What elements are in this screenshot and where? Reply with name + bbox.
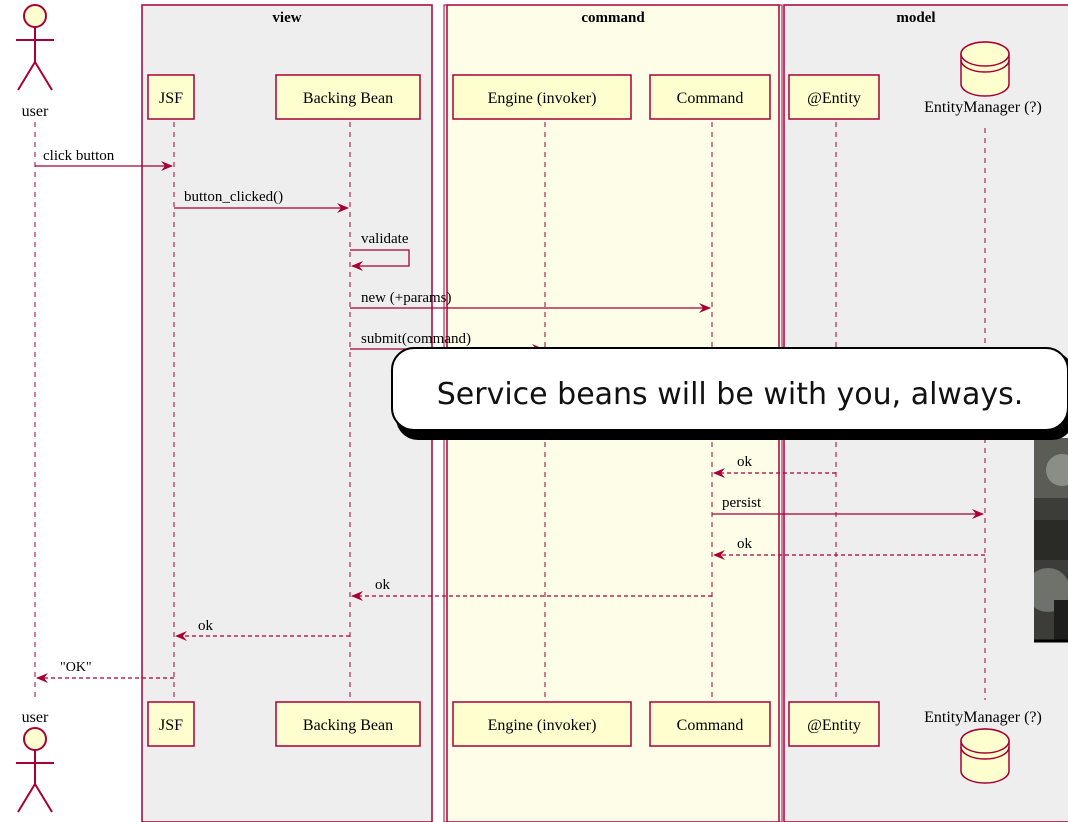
participant-label-entity-top: @Entity: [807, 90, 861, 107]
caption-bubble: Service beans will be with you, always.: [391, 347, 1068, 440]
message-label: "OK": [60, 660, 92, 675]
participant-label-user-top: user: [22, 103, 49, 120]
database-entity-manager-bottom: [960, 728, 1010, 784]
group-title-command: command: [581, 10, 645, 26]
participant-label-backing-bean-top: Backing Bean: [303, 90, 393, 107]
message-ok-from-em: ok: [713, 536, 985, 560]
message-label: ok: [737, 536, 753, 552]
participant-label-user-bottom: user: [22, 709, 49, 726]
message-label: ok: [737, 454, 753, 470]
message-ok-to-backing-bean: ok: [351, 577, 712, 601]
participant-jsf-top: JSF: [147, 74, 195, 120]
message-label: persist: [722, 495, 762, 511]
actor-user-bottom: [16, 727, 54, 813]
participant-label-entity-manager-bottom: EntityManager (?): [924, 709, 1042, 726]
message-validate: validate: [350, 231, 410, 271]
participant-label-engine-top: Engine (invoker): [488, 90, 597, 107]
participant-entity-bottom: @Entity: [788, 701, 880, 747]
participant-command-bottom: Command: [649, 701, 771, 747]
message-persist: persist: [712, 495, 984, 519]
caption-text: Service beans will be with you, always.: [437, 377, 1024, 412]
message-label: ok: [375, 577, 391, 593]
participant-label-entity-bottom: @Entity: [807, 717, 861, 734]
database-entity-manager-top: [960, 41, 1010, 97]
participant-engine-bottom: Engine (invoker): [452, 701, 632, 747]
group-title-model: model: [896, 10, 935, 26]
participant-command-top: Command: [649, 74, 771, 120]
message-ok-to-jsf: ok: [175, 618, 350, 641]
message-ok-to-user: "OK": [36, 660, 174, 683]
participant-label-engine-bottom: Engine (invoker): [488, 717, 597, 734]
group-title-view: view: [272, 10, 301, 26]
group-view: view: [141, 4, 433, 822]
photo-fragment: [1034, 438, 1068, 642]
message-label: validate: [361, 231, 409, 247]
message-label: submit(command): [361, 331, 471, 347]
participant-backing-bean-bottom: Backing Bean: [275, 701, 421, 747]
participant-engine-top: Engine (invoker): [452, 74, 632, 120]
participant-label-command-bottom: Command: [677, 717, 744, 734]
message-label: click button: [43, 148, 115, 164]
message-label: button_clicked(): [184, 189, 283, 205]
message-ok-from-entity: ok: [713, 454, 836, 478]
message-button-clicked: button_clicked(): [174, 189, 349, 213]
participant-label-backing-bean-bottom: Backing Bean: [303, 717, 393, 734]
message-label: new (+params): [361, 290, 452, 306]
participant-label-entity-manager-top: EntityManager (?): [924, 99, 1042, 116]
participant-label-jsf-bottom: JSF: [159, 717, 183, 734]
actor-user-top: [16, 4, 54, 91]
participant-backing-bean-top: Backing Bean: [275, 74, 421, 120]
participant-label-command-top: Command: [677, 90, 744, 107]
participant-entity-top: @Entity: [788, 74, 880, 120]
message-label: ok: [198, 618, 214, 634]
participant-label-jsf-top: JSF: [159, 90, 183, 107]
message-new-params: new (+params): [350, 290, 711, 313]
participant-jsf-bottom: JSF: [147, 701, 195, 747]
message-click-button: click button: [35, 148, 173, 171]
